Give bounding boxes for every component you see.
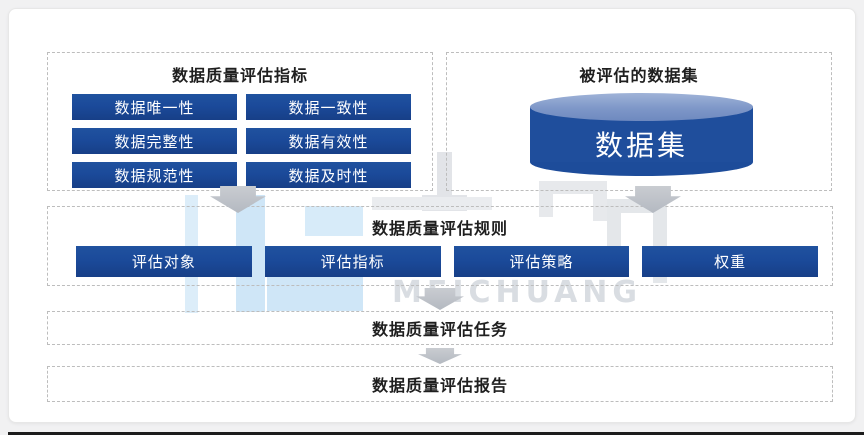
rule-node-object: 评估对象 [76,246,252,277]
dataset-label: 数据集 [594,129,688,162]
indicator-node-timeliness: 数据及时性 [246,162,411,188]
rules-row: 评估对象 评估指标 评估策略 权重 [48,239,832,277]
rule-node-weight: 权重 [642,246,818,277]
down-arrow-icon [416,288,464,310]
task-panel-title: 数据质量评估任务 [371,320,508,339]
rule-node-indicator: 评估指标 [264,246,441,277]
rules-panel: 数据质量评估规则 评估对象 评估指标 评估策略 权重 [47,206,833,286]
indicator-node-standardization: 数据规范性 [72,162,237,188]
database-cylinder-icon: 数据集 [530,93,753,176]
report-panel-title: 数据质量评估报告 [371,376,508,395]
report-panel: 数据质量评估报告 [47,366,833,402]
indicators-grid: 数据唯一性 数据一致性 数据完整性 数据有效性 数据规范性 数据及时性 [48,86,432,188]
rules-panel-title: 数据质量评估规则 [371,219,508,238]
cylinder-top [530,93,753,121]
indicator-node-completeness: 数据完整性 [72,128,237,154]
indicators-panel: 数据质量评估指标 数据唯一性 数据一致性 数据完整性 数据有效性 数据规范性 数… [47,52,433,191]
task-panel: 数据质量评估任务 [47,311,833,345]
dataset-panel: 被评估的数据集 数据集 [446,52,832,191]
indicator-node-validity: 数据有效性 [246,128,411,154]
dataset-panel-title: 被评估的数据集 [579,66,699,85]
indicator-node-uniqueness: 数据唯一性 [72,94,237,120]
indicators-panel-title: 数据质量评估指标 [171,66,308,85]
bottom-border [8,432,864,435]
diagram-card: MEICHUANG 数据质量评估指标 数据唯一性 数据一致性 数据完整性 数据有… [8,8,856,423]
down-arrow-icon [418,348,462,364]
rule-node-strategy: 评估策略 [453,246,630,277]
indicator-node-consistency: 数据一致性 [246,94,411,120]
